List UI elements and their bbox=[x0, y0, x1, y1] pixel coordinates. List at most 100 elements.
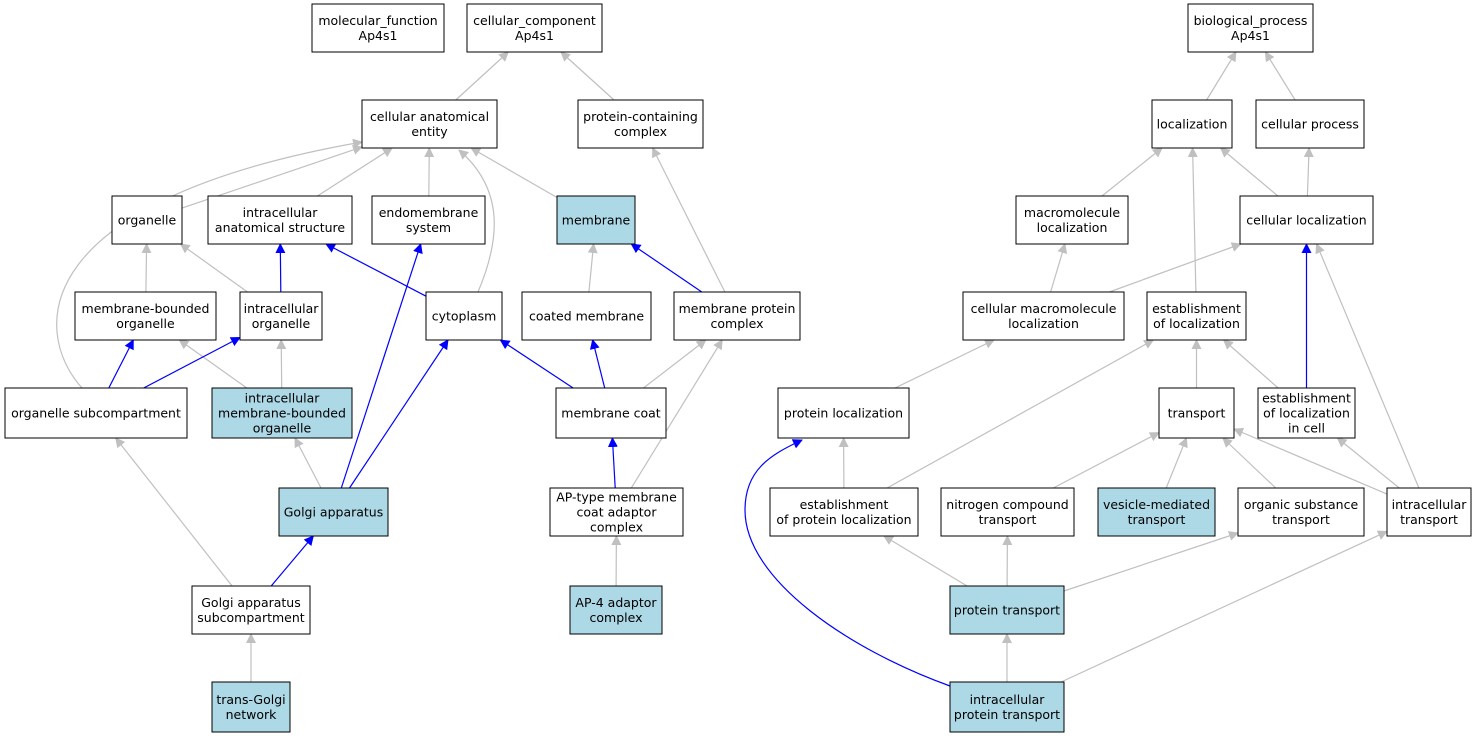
edge-osc-to-mbo bbox=[108, 339, 134, 389]
go-term-node-cl[interactable]: cellular localization bbox=[1239, 195, 1374, 245]
go-term-node-tr[interactable]: transport bbox=[1158, 387, 1235, 439]
node-box bbox=[949, 681, 1065, 733]
node-label-line: cellular_component bbox=[473, 13, 596, 28]
node-label-line: transport bbox=[1168, 406, 1226, 421]
go-term-node-org[interactable]: organelle bbox=[111, 195, 183, 245]
node-label-line: intracellular bbox=[1392, 497, 1468, 512]
node-label-line: localization bbox=[1037, 220, 1108, 235]
go-term-node-ga[interactable]: Golgi apparatus bbox=[278, 487, 389, 537]
node-label-line: transport bbox=[1128, 512, 1186, 527]
edge-osc-to-io bbox=[143, 336, 241, 389]
node-label-line: establishment bbox=[1152, 301, 1241, 316]
node-box bbox=[521, 291, 652, 341]
edge-pl-to-cmml bbox=[894, 339, 995, 389]
edge-cyt-to-ias bbox=[325, 243, 427, 297]
node-box bbox=[1158, 387, 1235, 439]
node-label-line: transport bbox=[1272, 512, 1330, 527]
go-term-node-loc[interactable]: localization bbox=[1151, 99, 1233, 149]
node-box bbox=[549, 487, 684, 537]
edge-ga-to-cyt bbox=[349, 339, 449, 489]
edge-eolc-to-eol bbox=[1222, 339, 1279, 389]
edge-mc-to-cyt bbox=[499, 339, 574, 389]
node-label-line: of protein localization bbox=[776, 512, 911, 527]
node-label-line: cellular process bbox=[1261, 117, 1359, 132]
node-label-line: of localization bbox=[1153, 316, 1240, 331]
node-label-line: organelle subcompartment bbox=[11, 406, 181, 421]
node-label-line: entity bbox=[411, 124, 448, 139]
edge-osc-to-cae bbox=[56, 138, 363, 389]
go-term-node-cm[interactable]: coated membrane bbox=[521, 291, 652, 341]
node-label-line: intracellular bbox=[970, 692, 1046, 707]
node-label-line: Ap4s1 bbox=[515, 28, 554, 43]
node-label-line: anatomical structure bbox=[215, 220, 345, 235]
node-label-line: cellular anatomical bbox=[370, 109, 489, 124]
node-label-line: in cell bbox=[1288, 421, 1325, 436]
node-box bbox=[211, 681, 291, 733]
node-label-line: macromolecule bbox=[1024, 205, 1120, 220]
edge-ipt-to-it bbox=[1060, 530, 1388, 683]
node-label-line: localization bbox=[1008, 316, 1079, 331]
node-label-line: transport bbox=[1400, 512, 1458, 527]
node-label-line: protein-containing bbox=[583, 109, 698, 124]
go-term-node-mc[interactable]: membrane coat bbox=[555, 387, 667, 439]
node-box bbox=[1386, 487, 1472, 537]
go-term-node-cyt[interactable]: cytoplasm bbox=[425, 291, 503, 341]
node-box bbox=[4, 387, 188, 439]
edge-cm-to-mem bbox=[587, 243, 598, 293]
edge-cp-to-bp bbox=[1264, 51, 1296, 101]
node-box bbox=[425, 291, 503, 341]
edge-ga-to-es bbox=[340, 243, 423, 489]
edge-io-to-org bbox=[179, 243, 248, 293]
edge-epl-to-eol bbox=[886, 339, 1155, 489]
node-box bbox=[1151, 99, 1233, 149]
node-label-line: organelle bbox=[118, 213, 177, 228]
node-label-line: Golgi apparatus bbox=[201, 595, 301, 610]
edge-gas-to-ga bbox=[270, 535, 314, 587]
go-term-node-osc[interactable]: organelle subcompartment bbox=[4, 387, 188, 439]
node-label-line: organelle bbox=[252, 316, 311, 331]
edge-vmt-to-tr bbox=[1165, 437, 1188, 489]
node-box bbox=[949, 585, 1065, 635]
node-label-line: molecular_function bbox=[318, 13, 437, 28]
edge-ga-to-imbo bbox=[294, 437, 322, 489]
edge-cmml-to-cl bbox=[1109, 242, 1242, 293]
edge-imbo-to-mbo bbox=[178, 339, 248, 389]
go-term-node-cp[interactable]: cellular process bbox=[1255, 99, 1365, 149]
go-term-node-pt[interactable]: protein transport bbox=[949, 585, 1065, 635]
node-label-line: endomembrane bbox=[379, 205, 479, 220]
go-term-node-pl[interactable]: protein localization bbox=[777, 387, 910, 439]
node-box bbox=[361, 99, 498, 149]
node-box bbox=[1237, 487, 1365, 537]
edge-pt-to-epl bbox=[883, 535, 968, 587]
edge-cl-to-cp bbox=[1303, 147, 1314, 197]
go-term-node-mem[interactable]: membrane bbox=[556, 195, 636, 245]
node-label-line: membrane-bounded bbox=[82, 301, 210, 316]
node-label-line: AP-4 adaptor bbox=[575, 595, 657, 610]
node-label-line: establishment bbox=[800, 497, 889, 512]
